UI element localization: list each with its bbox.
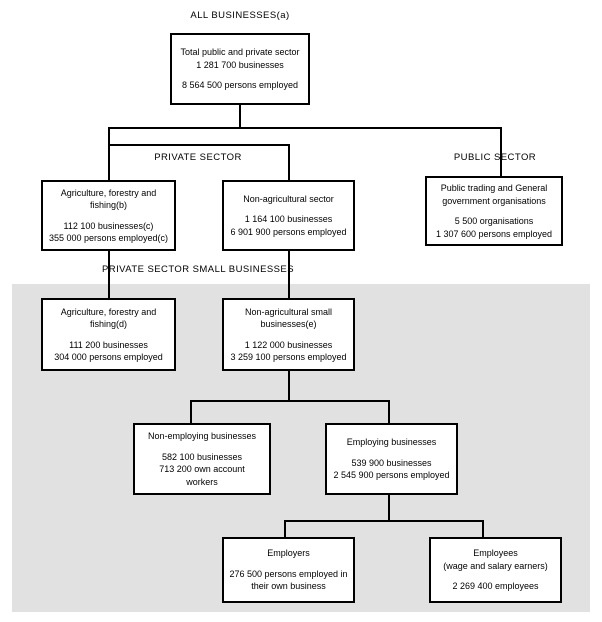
- node-employers-title: Employers: [267, 548, 310, 559]
- connector-employers-stem: [284, 520, 286, 537]
- connector-nonag-small-down: [288, 371, 290, 401]
- node-non-agricultural-small-title: Non-agricultural small businesses(e): [244, 306, 333, 330]
- node-non-agricultural-stats: 1 164 100 businesses 6 901 900 persons e…: [230, 214, 347, 237]
- node-employers-stats: 276 500 persons employed in their own bu…: [229, 568, 348, 592]
- node-total-title: Total public and private sector 1 281 70…: [180, 47, 300, 70]
- node-agriculture-small-stats: 111 200 businesses 304 000 persons emplo…: [54, 339, 163, 363]
- node-agriculture-small-title: Agriculture, forestry and fishing(d): [60, 306, 157, 330]
- node-non-agricultural-title: Non-agricultural sector: [243, 193, 334, 204]
- node-agriculture-small[interactable]: Agriculture, forestry and fishing(d) 111…: [41, 298, 176, 371]
- node-total-businesses[interactable]: Total public and private sector 1 281 70…: [170, 33, 310, 105]
- connector-total-down: [239, 104, 241, 128]
- connector-agriculture-to-small: [108, 250, 110, 298]
- connector-employing-down: [388, 495, 390, 521]
- caption-private-sector-small-businesses: PRIVATE SECTOR SMALL BUSINESSES: [101, 264, 295, 275]
- connector-nonag-to-small: [288, 250, 290, 298]
- node-non-employing-title: Non-employing businesses: [147, 431, 257, 441]
- node-employing-stats: 539 900 businesses 2 545 900 persons emp…: [333, 457, 450, 481]
- connector-private-bracket-left-stem: [108, 127, 110, 145]
- node-total-stats: 8 564 500 persons employed: [181, 80, 299, 91]
- node-non-agricultural-small-stats: 1 122 000 businesses 3 259 100 persons e…: [230, 339, 347, 363]
- connector-private-bracket-bar: [108, 144, 290, 146]
- caption-private-sector: PRIVATE SECTOR: [154, 152, 242, 163]
- node-public-sector[interactable]: Public trading and General government or…: [425, 176, 563, 246]
- connector-public-stem: [500, 127, 502, 176]
- node-employing-title: Employing businesses: [346, 437, 437, 448]
- node-employees-stats: 2 269 400 employees: [452, 581, 539, 592]
- node-non-employing-businesses[interactable]: Non-employing businesses 582 100 busines…: [133, 423, 271, 495]
- connector-employ-split-bar: [190, 400, 390, 402]
- caption-all-businesses: ALL BUSINESSES(a): [190, 10, 290, 21]
- node-employing-businesses[interactable]: Employing businesses 539 900 businesses …: [325, 423, 458, 495]
- connector-agriculture-stem: [108, 144, 110, 180]
- node-agriculture-title: Agriculture, forestry and fishing(b): [60, 187, 157, 211]
- node-public-title: Public trading and General government or…: [440, 183, 548, 206]
- connector-employees-stem: [482, 520, 484, 537]
- node-non-agricultural-small[interactable]: Non-agricultural small businesses(e) 1 1…: [222, 298, 355, 371]
- connector-top-split-bar: [108, 127, 502, 129]
- node-employees[interactable]: Employees (wage and salary earners) 2 26…: [429, 537, 562, 603]
- node-public-stats: 5 500 organisations 1 307 600 persons em…: [435, 216, 553, 239]
- node-employees-title: Employees (wage and salary earners): [443, 548, 548, 571]
- connector-employing-stem: [388, 400, 390, 423]
- caption-public-sector: PUBLIC SECTOR: [453, 152, 537, 163]
- node-agriculture[interactable]: Agriculture, forestry and fishing(b) 112…: [41, 180, 176, 251]
- node-agriculture-stats: 112 100 businesses(c) 355 000 persons em…: [48, 220, 169, 244]
- node-non-employing-stats: 582 100 businesses 713 200 own account w…: [159, 451, 245, 487]
- connector-non-employing-stem: [190, 400, 192, 423]
- connector-employer-employee-bar: [284, 520, 484, 522]
- node-non-agricultural-sector[interactable]: Non-agricultural sector 1 164 100 busine…: [222, 180, 355, 251]
- connector-private-bracket-right-stem: [288, 144, 290, 180]
- node-employers[interactable]: Employers 276 500 persons employed in th…: [222, 537, 355, 603]
